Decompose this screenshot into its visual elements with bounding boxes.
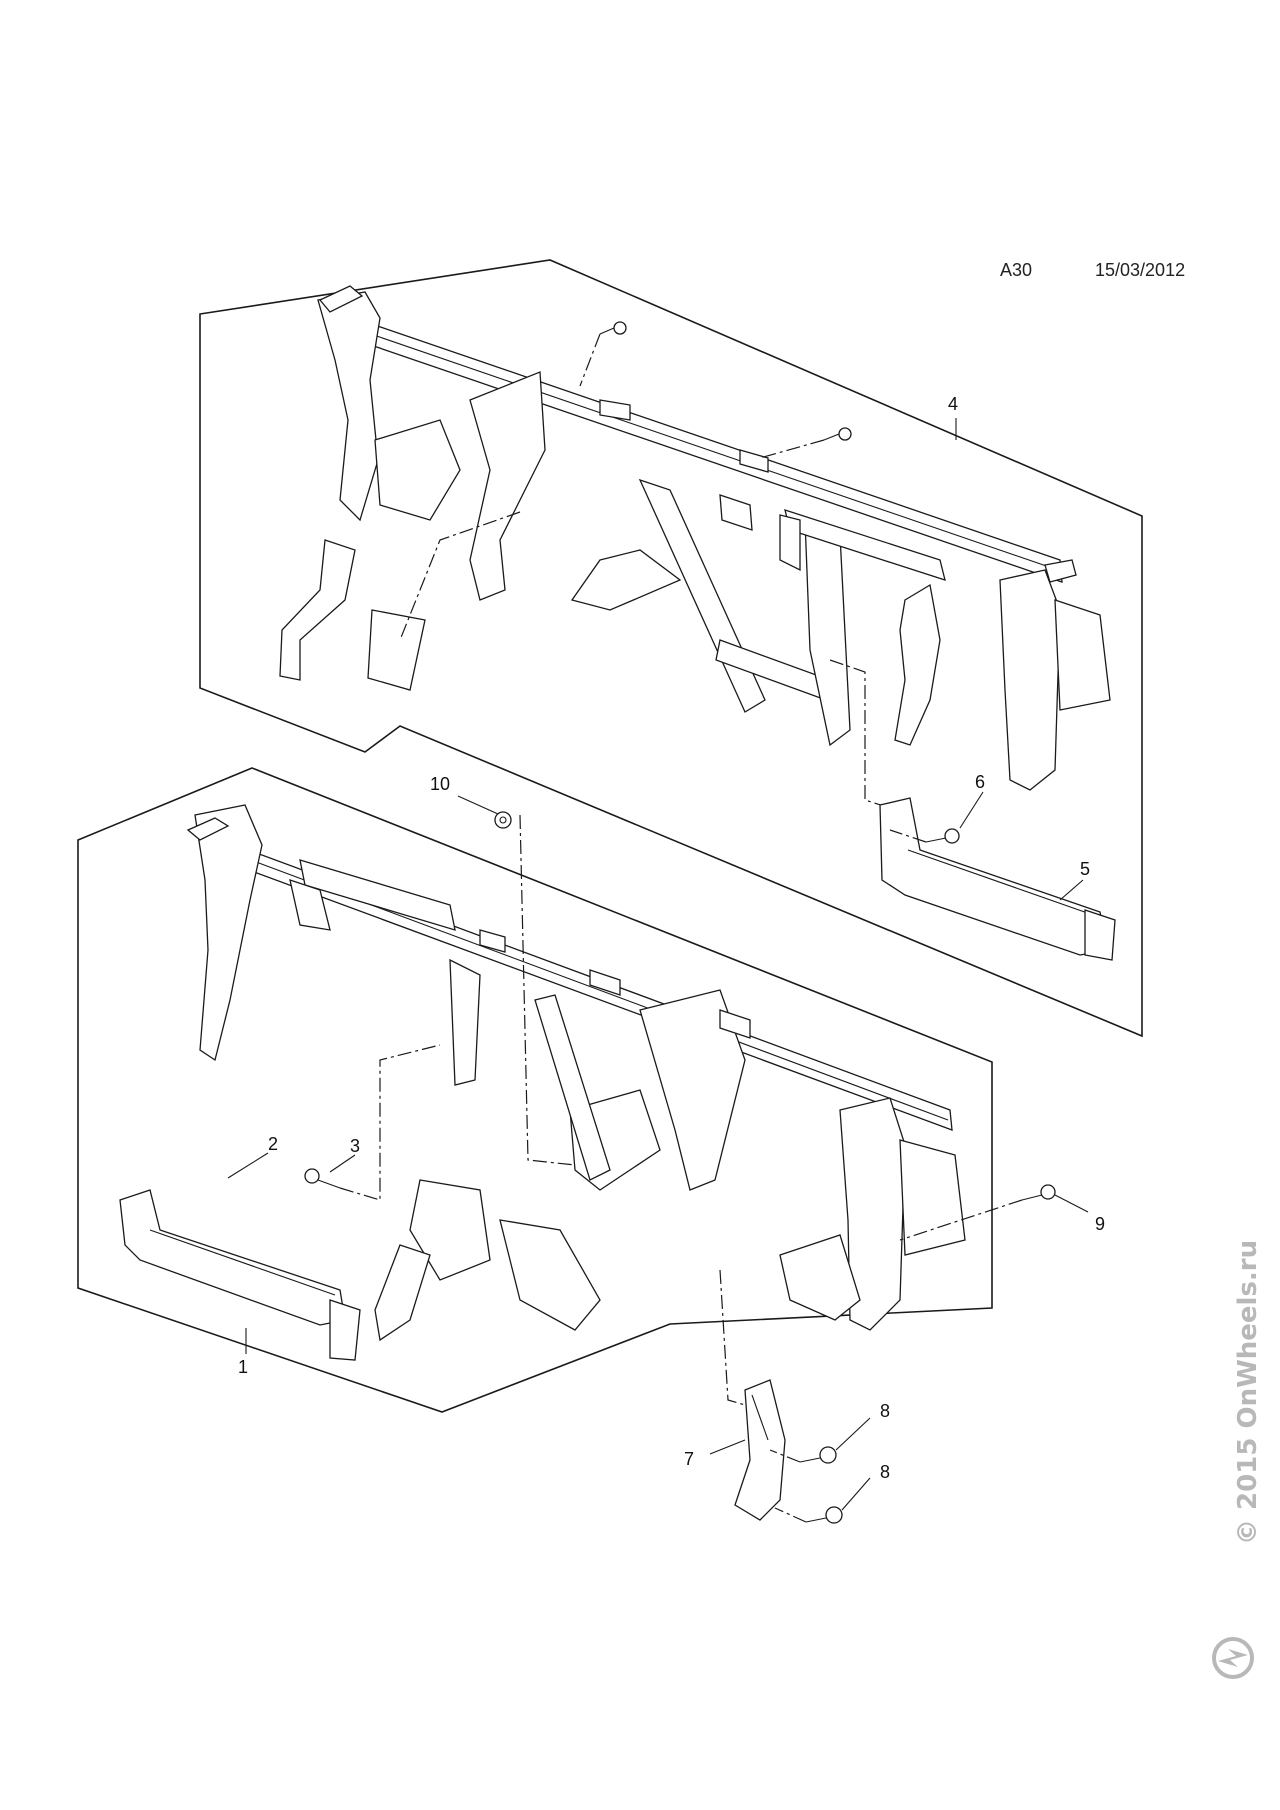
upper-screw-2	[823, 427, 852, 441]
upper-dashline-4	[829, 659, 891, 809]
upper-dashline-3	[399, 511, 521, 641]
lower-dashline-8a	[769, 1449, 801, 1463]
lower-dashline-8b	[774, 1507, 807, 1523]
lower-dashline-10	[519, 814, 576, 1166]
part-10-nut	[494, 811, 512, 829]
callout-4: 4	[948, 394, 958, 414]
part-8-screw-upper	[799, 1446, 837, 1464]
part-3-screw	[304, 1168, 341, 1189]
leader-5	[1059, 879, 1084, 901]
lower-center-brackets	[374, 1179, 601, 1342]
callout-8-upper: 8	[880, 1401, 890, 1421]
leader-2	[227, 1152, 269, 1179]
callout-10: 10	[430, 774, 450, 794]
page-header: A30 15/03/2012	[1000, 260, 1200, 290]
watermark-text: © 2015 OnWheels.ru	[1233, 1239, 1263, 1545]
leader-6	[959, 791, 984, 829]
lower-beam-assembly	[186, 804, 966, 1331]
part-2-support-bracket	[119, 1189, 361, 1361]
part-8-screw-lower	[805, 1506, 843, 1524]
upper-group-frame	[199, 259, 1143, 1038]
part-6-screw	[925, 828, 960, 844]
callout-9: 9	[1095, 1214, 1105, 1234]
leader-7	[709, 1439, 746, 1455]
lower-dashline-9	[899, 1199, 1023, 1241]
part-5-support-bracket	[879, 797, 1116, 961]
upper-dashline-2	[759, 439, 825, 459]
callout-2: 2	[268, 1134, 278, 1154]
opel-logo-icon	[1212, 1637, 1254, 1679]
lower-dashline-7	[719, 1269, 746, 1406]
callout-6: 6	[975, 772, 985, 792]
lower-dashline-3	[339, 1044, 441, 1201]
leader-10	[457, 795, 499, 815]
part-7-bracket	[734, 1379, 786, 1521]
upper-beam-assembly	[279, 285, 1111, 791]
part-9-screw	[1021, 1184, 1056, 1201]
upper-dashline-6	[889, 829, 927, 843]
upper-screw-1	[599, 321, 627, 335]
callout-7: 7	[684, 1449, 694, 1469]
callout-1: 1	[238, 1357, 248, 1377]
leader-8a	[835, 1417, 871, 1451]
leader-9	[1054, 1194, 1089, 1213]
leader-3	[329, 1154, 356, 1173]
diagram-code: A30	[1000, 260, 1033, 280]
callout-8-lower: 8	[880, 1462, 890, 1482]
diagram-date: 15/03/2012	[1095, 260, 1186, 280]
callout-5: 5	[1080, 859, 1090, 879]
callout-3: 3	[350, 1136, 360, 1156]
leader-8b	[841, 1477, 871, 1511]
upper-dashline-1	[579, 333, 601, 387]
